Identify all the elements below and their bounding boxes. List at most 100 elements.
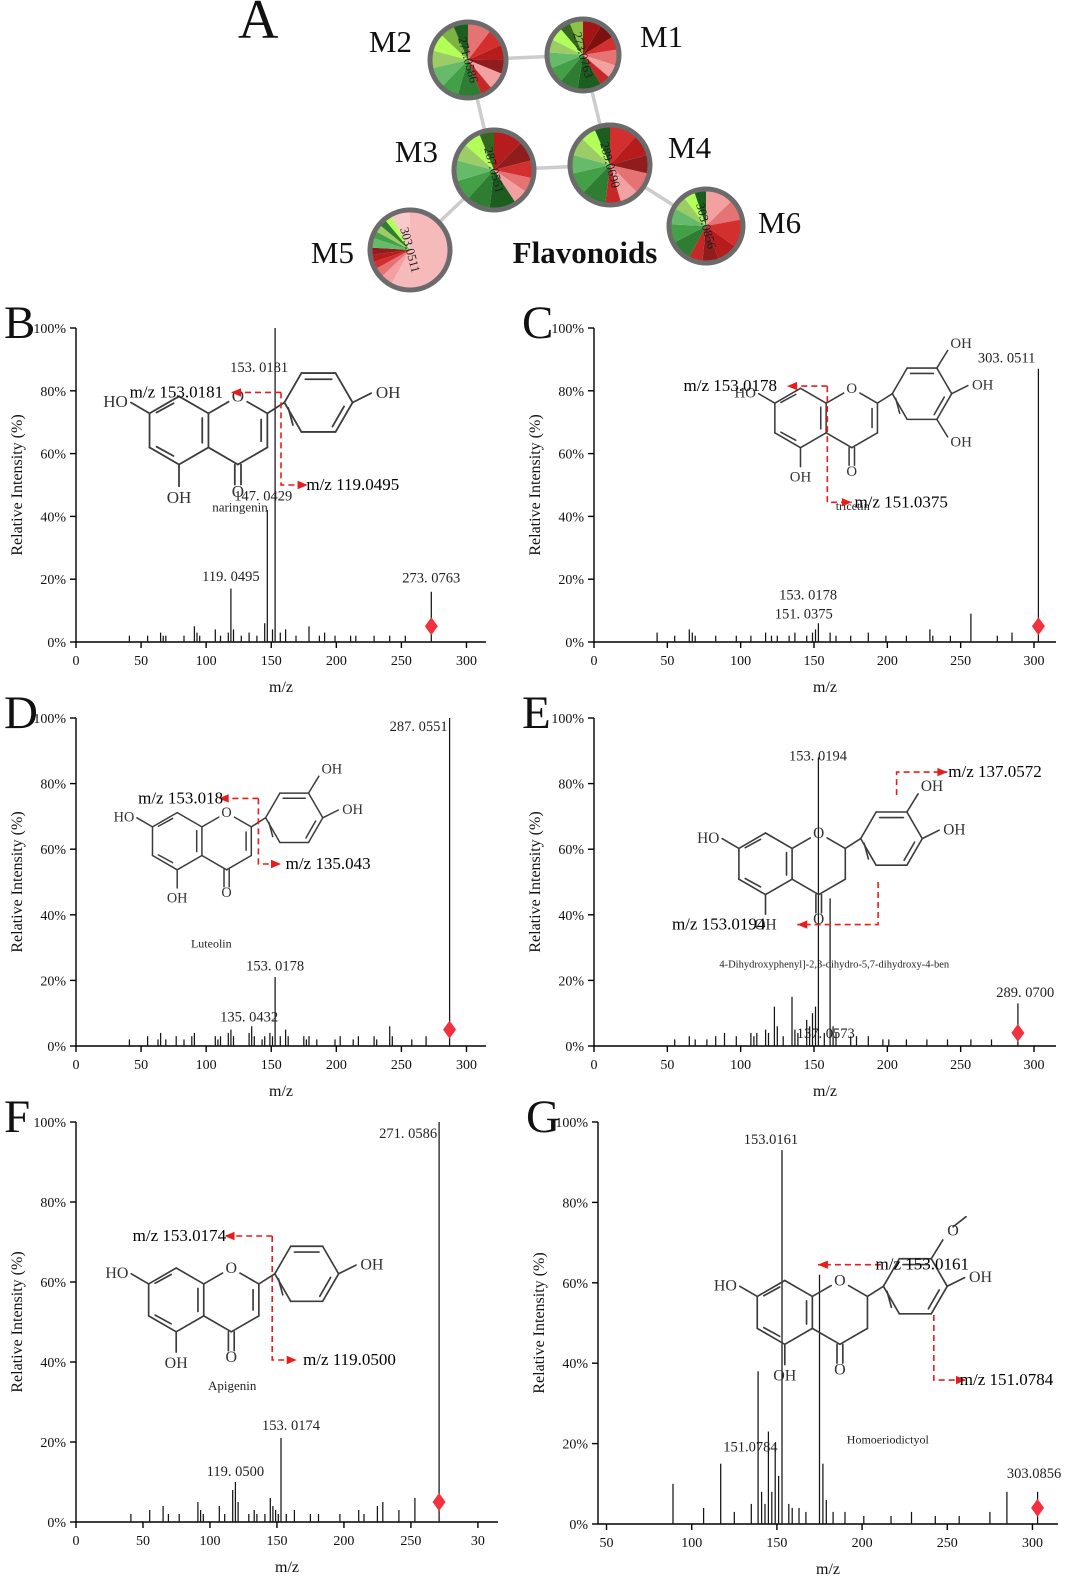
svg-text:80%: 80% [558, 385, 584, 400]
arrow-head [271, 859, 281, 869]
svg-text:150: 150 [766, 1536, 787, 1551]
svg-text:100: 100 [730, 654, 751, 669]
svg-text:40%: 40% [558, 510, 584, 525]
node-name-M1: M1 [640, 19, 683, 54]
svg-text:0%: 0% [565, 1040, 584, 1055]
svg-text:153.0161: 153.0161 [744, 1132, 798, 1148]
node-name-M3: M3 [395, 134, 438, 169]
arrow-head [297, 480, 308, 490]
svg-text:60%: 60% [558, 843, 584, 858]
x-axis-label: m/z [269, 679, 293, 696]
svg-text:147. 0429: 147. 0429 [234, 489, 292, 505]
panel-letter-d: D [4, 687, 38, 739]
x-axis-label: m/z [275, 1559, 299, 1576]
node-name-M6: M6 [758, 205, 801, 240]
svg-text:271. 0586: 271. 0586 [379, 1126, 437, 1142]
precursor-diamond [1011, 1023, 1025, 1042]
svg-text:303. 0511: 303. 0511 [978, 351, 1035, 367]
network-node-M3: 287.0551 [451, 127, 537, 213]
node-name-M5: M5 [311, 235, 354, 270]
svg-text:0: 0 [73, 1534, 80, 1549]
svg-text:100%: 100% [33, 712, 66, 727]
svg-text:300: 300 [456, 654, 477, 669]
node-name-M4: M4 [668, 130, 712, 165]
peaks [674, 757, 1019, 1046]
svg-text:153. 0181: 153. 0181 [230, 360, 288, 376]
panel-letter-a: A [238, 0, 279, 51]
node-ring [544, 16, 622, 94]
svg-text:0: 0 [73, 654, 80, 669]
substituent-label: OH [167, 890, 188, 906]
carbonyl-oxygen: O [813, 911, 824, 928]
panel-letter-g: G [526, 1091, 560, 1143]
svg-text:200: 200 [877, 1058, 898, 1073]
svg-text:153. 0178: 153. 0178 [246, 959, 304, 975]
axes [592, 1121, 1058, 1530]
svg-text:100%: 100% [551, 712, 584, 727]
svg-text:0%: 0% [565, 636, 584, 651]
svg-text:200: 200 [326, 654, 347, 669]
svg-text:60%: 60% [562, 1277, 588, 1292]
x-axis-label: m/z [269, 1083, 293, 1100]
substituent-label: HO [105, 1265, 128, 1282]
compound-name: 4-Dihydroxyphenyl]-2,3-dihydro-5,7-dihyd… [719, 959, 950, 970]
svg-text:20%: 20% [558, 573, 584, 588]
substituent-label: OH [790, 469, 812, 485]
svg-text:40%: 40% [40, 909, 66, 924]
svg-text:250: 250 [391, 654, 412, 669]
svg-text:250: 250 [950, 1058, 971, 1073]
svg-text:300: 300 [456, 1058, 477, 1073]
x-axis-label: m/z [816, 1561, 840, 1578]
substituent-label: OH [165, 1355, 189, 1372]
mz-annotation: m/z 153.0174 [133, 1226, 227, 1245]
substituent-label: HO [734, 386, 756, 402]
mz-annotation: m/z 153.0178 [684, 376, 778, 395]
svg-text:300: 300 [1024, 654, 1045, 669]
substituent-label: OH [950, 434, 972, 450]
svg-text:250: 250 [391, 1058, 412, 1073]
svg-text:100%: 100% [555, 1116, 588, 1131]
substituent-label: OH [921, 778, 943, 795]
svg-text:40%: 40% [40, 1356, 66, 1371]
network-node-M4: 289.0690 [567, 122, 653, 208]
arrow-head [224, 1231, 235, 1241]
arrow-head [841, 498, 852, 507]
substituent-label: HO [114, 810, 135, 826]
carbonyl-oxygen: O [221, 885, 231, 901]
svg-text:30: 30 [471, 1534, 485, 1549]
precursor-diamond [443, 1020, 457, 1039]
substituent-label: HO [103, 392, 128, 411]
compound-name: Luteolin [191, 937, 232, 951]
carbonyl-oxygen: O [834, 1362, 846, 1379]
substituent-label: OH [167, 488, 192, 507]
svg-text:80%: 80% [558, 778, 584, 793]
peaks [128, 328, 432, 642]
svg-text:0: 0 [73, 1058, 80, 1073]
svg-text:151. 0375: 151. 0375 [775, 606, 833, 622]
svg-text:50: 50 [660, 1058, 674, 1073]
svg-text:150: 150 [804, 654, 825, 669]
substituent-label: OH [943, 821, 965, 838]
node-ring [367, 207, 453, 293]
mz-annotation: m/z 153.0194 [672, 915, 766, 934]
svg-text:0%: 0% [47, 1516, 66, 1531]
